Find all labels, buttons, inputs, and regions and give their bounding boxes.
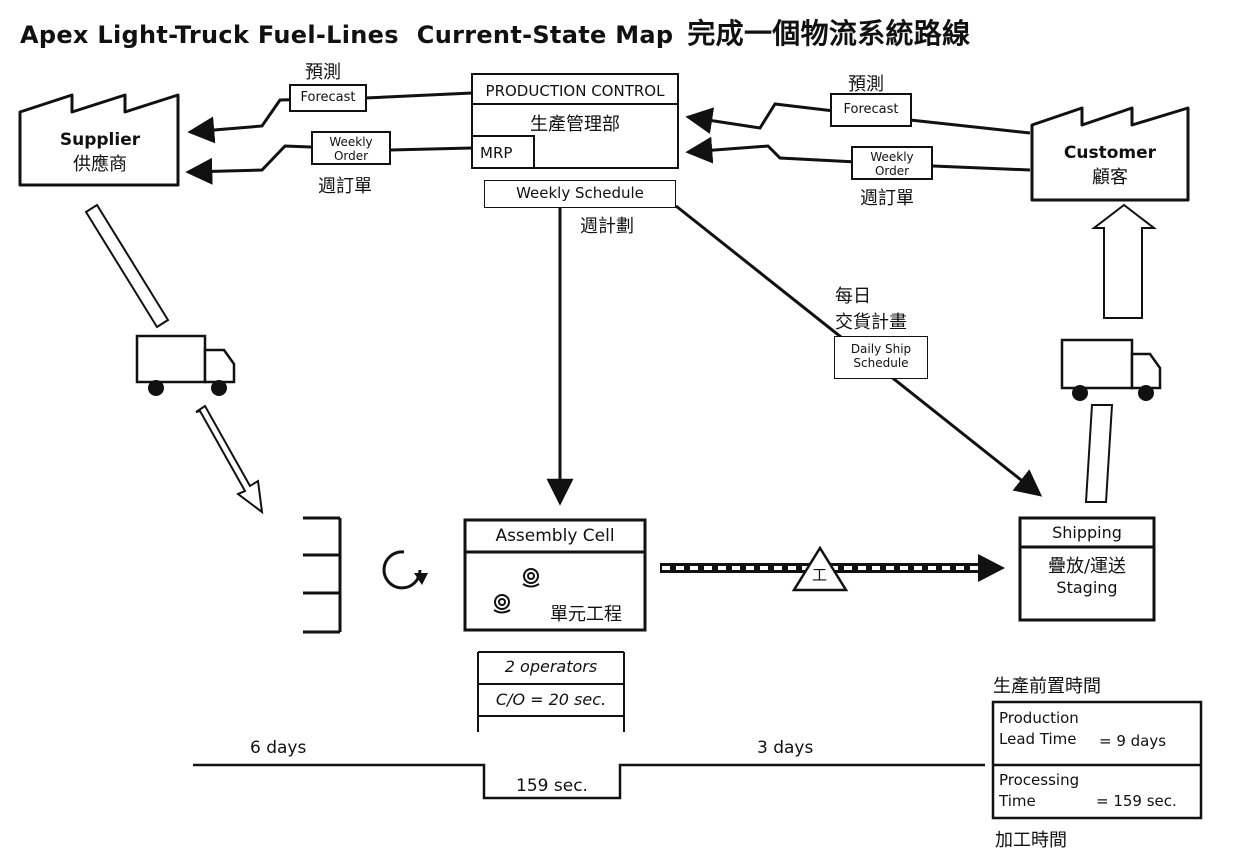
production-control-title: PRODUCTION CONTROL xyxy=(485,82,665,100)
timeline-process-time: 159 sec. xyxy=(516,776,588,796)
assembly-operators: 2 operators xyxy=(504,657,598,676)
title-part-2: Current-State Map xyxy=(416,21,674,49)
processing-time-label-1: Processing xyxy=(999,771,1080,789)
production-lead-time-label-1: Production xyxy=(999,709,1079,727)
lead-time-header-cn: 生產前置時間 xyxy=(993,676,1101,697)
weekly-schedule-box: Weekly Schedule xyxy=(484,180,676,208)
shipping-to-truck-line xyxy=(1084,404,1114,503)
shipping-line-2: Staging xyxy=(1056,578,1118,597)
left-weekly-order-cn: 週訂單 xyxy=(318,176,372,197)
right-weekly-order-flow xyxy=(685,136,1031,172)
timeline-line xyxy=(193,763,985,800)
withdrawal-circle-icon xyxy=(382,550,428,590)
production-lead-time-label-2: Lead Time xyxy=(999,730,1077,748)
shipping-line-1-cn: 疊放/運送 xyxy=(1047,556,1127,577)
timeline-right-days: 3 days xyxy=(757,738,814,758)
left-forecast-box: Forecast xyxy=(289,84,367,112)
weekly-schedule-cn: 週計劃 xyxy=(580,216,634,237)
supplier-name: Supplier xyxy=(59,130,141,150)
left-weekly-order-flow xyxy=(185,144,473,185)
supplier-push-arrow xyxy=(195,404,264,515)
production-lead-time-value: = 9 days xyxy=(1099,732,1167,750)
supplier-factory-icon xyxy=(18,93,180,187)
daily-ship-box: Daily Ship Schedule xyxy=(834,336,928,379)
shipping-box xyxy=(1018,516,1156,622)
left-weekly-order-box: Weekly Order xyxy=(311,131,391,165)
right-weekly-order-cn: 週訂單 xyxy=(860,188,914,209)
title-part-1: Apex Light-Truck Fuel-Lines xyxy=(20,21,399,49)
daily-ship-label: Daily Ship Schedule xyxy=(850,342,912,370)
supplier: Supplier 供應商 xyxy=(30,130,170,176)
customer-name-cn: 顧客 xyxy=(1092,167,1128,188)
right-forecast-label: Forecast xyxy=(843,102,899,117)
weekly-schedule-label: Weekly Schedule xyxy=(516,184,644,202)
supplier-truck-icon xyxy=(135,334,236,396)
right-forecast-flow xyxy=(685,102,1031,135)
supplier-name-cn: 供應商 xyxy=(73,154,127,175)
operator-icons xyxy=(493,568,540,614)
supplier-shipment-line xyxy=(84,203,170,329)
customer: Customer 顧客 xyxy=(1040,143,1180,189)
timeline-left-days: 6 days xyxy=(250,738,307,758)
mrp-label: MRP xyxy=(480,144,513,162)
left-forecast-flow xyxy=(187,91,473,144)
title-part-3: 完成一個物流系統路線 xyxy=(687,17,971,50)
lead-time-box xyxy=(991,700,1203,820)
assembly-data-box xyxy=(478,652,624,732)
assembly-changeover: C/O = 20 sec. xyxy=(495,690,607,709)
assembly-cell-title-cn: 單元工程 xyxy=(550,604,622,625)
right-weekly-order-label: Weekly Order xyxy=(870,150,914,178)
daily-ship-cn-line-2: 交貨計畫 xyxy=(835,312,907,333)
right-forecast-cn: 預測 xyxy=(848,74,884,95)
page-title: Apex Light-Truck Fuel-Lines Current-State… xyxy=(20,12,970,52)
customer-factory-icon xyxy=(1030,106,1190,202)
lead-time-footer-cn: 加工時間 xyxy=(995,830,1067,851)
processing-time-label-2: Time xyxy=(999,792,1036,810)
customer-shipment-arrow xyxy=(1091,203,1157,319)
left-weekly-order-label: Weekly Order xyxy=(329,135,373,163)
right-forecast-box: Forecast xyxy=(830,93,912,127)
assembly-cell-title: Assembly Cell xyxy=(495,526,615,546)
inventory-triangle-icon xyxy=(791,545,849,592)
supermarket-icon xyxy=(303,516,342,634)
left-forecast-cn: 預測 xyxy=(305,62,341,83)
daily-ship-cn-line-1: 每日 xyxy=(835,286,871,307)
processing-time-value: = 159 sec. xyxy=(1096,792,1177,810)
right-weekly-order-box: Weekly Order xyxy=(851,146,933,180)
customer-name: Customer xyxy=(1063,143,1157,163)
left-forecast-label: Forecast xyxy=(300,90,356,105)
shipping-title: Shipping xyxy=(1052,523,1122,542)
production-control-title-cn: 生產管理部 xyxy=(530,114,620,135)
inventory-symbol: 工 xyxy=(812,566,828,584)
customer-truck-icon xyxy=(1060,338,1162,401)
